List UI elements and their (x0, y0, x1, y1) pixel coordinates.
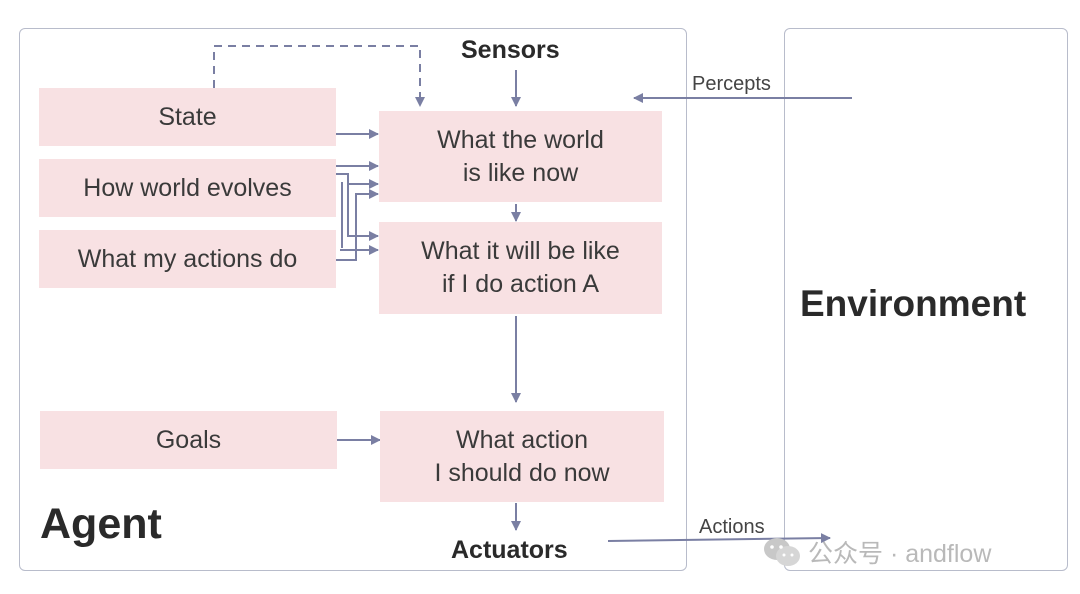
how-world-evolves-box: How world evolves (39, 159, 336, 217)
world-if-action-box: What it will be like if I do action A (379, 222, 662, 314)
environment-frame (784, 28, 1068, 571)
percepts-label: Percepts (692, 73, 771, 95)
watermark: 公众号 · andflow (762, 534, 991, 570)
world-now-box: What the world is like now (379, 111, 662, 202)
actions-label: Actions (699, 516, 765, 538)
state-box: State (39, 88, 336, 146)
action-now-box: What action I should do now (380, 411, 664, 502)
agent-title: Agent (40, 500, 162, 548)
state-feedback-dashed-arrow (213, 45, 425, 107)
agent-frame (19, 28, 687, 571)
sensors-label: Sensors (461, 36, 560, 64)
evolves-to-world-if-action-arrow (347, 184, 379, 241)
watermark-text: 公众号 · andflow (808, 540, 992, 568)
actions-do-to-world-now-arrow (336, 189, 379, 261)
wechat-icon (764, 538, 800, 566)
actuators-label: Actuators (451, 536, 568, 564)
environment-title: Environment (800, 283, 1027, 324)
what-my-actions-do-box: What my actions do (39, 230, 336, 288)
goals-box: Goals (40, 411, 337, 469)
actions-arrow (607, 533, 831, 544)
evolves-to-world-now-arrow-2 (336, 173, 379, 189)
